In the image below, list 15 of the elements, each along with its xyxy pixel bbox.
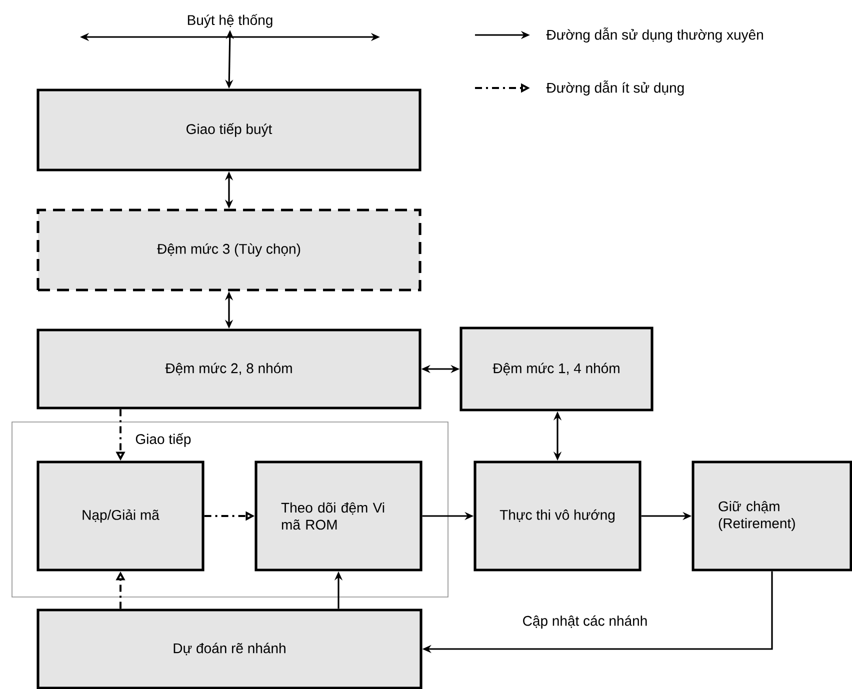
edge-label: Cập nhật các nhánh	[521, 614, 649, 630]
process-box: Đệm mức 3 (Tùy chọn)	[36, 208, 422, 292]
process-box: Theo dõi đệm Vi mã ROM	[254, 460, 422, 572]
process-box: Nạp/Giải mã	[36, 460, 204, 572]
process-box: Đệm mức 1, 4 nhóm	[460, 326, 654, 412]
process-box: Giao tiếp buýt	[36, 88, 422, 172]
process-box: Đệm mức 2, 8 nhóm	[36, 328, 422, 410]
process-box: Giữ chậm (Retirement)	[692, 460, 852, 572]
group-frame	[12, 422, 448, 598]
legend-label: Đường dẫn ít sử dụng	[546, 80, 684, 96]
group-label: Giao tiếp	[136, 433, 191, 447]
process-box: Thực thi vô hướng	[474, 460, 642, 572]
node-label: Buýt hệ thống	[188, 14, 272, 28]
legend-label: Đường dẫn sử dụng thường xuyên	[546, 27, 763, 43]
process-box: Dự đoán rẽ nhánh	[36, 608, 422, 689]
